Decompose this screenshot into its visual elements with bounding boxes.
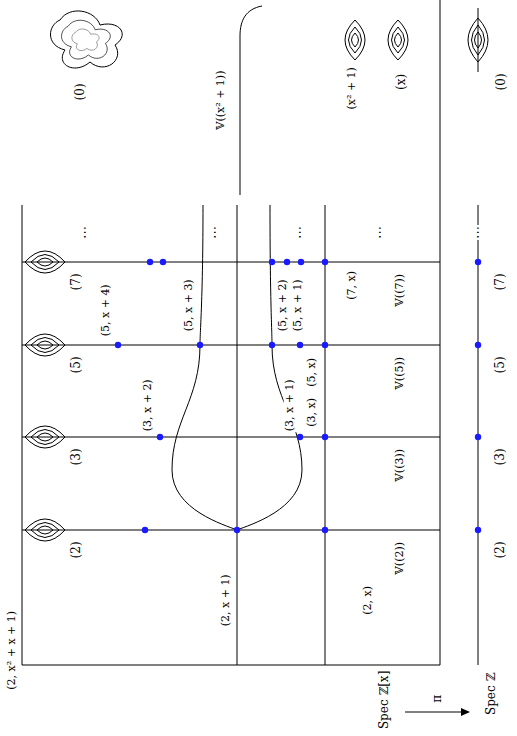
ellipsis-mark: ⋯: [208, 224, 223, 239]
generic-label: (x² + 1): [346, 66, 359, 110]
prime-label: (3): [493, 447, 507, 466]
point-label: (2, x + 1): [220, 573, 233, 627]
fibre-label: (7): [69, 272, 83, 291]
closed-point: [115, 259, 481, 533]
ellipsis-mark: ⋯: [78, 224, 93, 239]
generic-label: (0): [73, 82, 87, 101]
fibre-name: 𝕍((2)): [394, 540, 407, 575]
point-label: (3, x): [306, 396, 319, 427]
fibre-label: (2): [69, 540, 83, 559]
fibre-line: [22, 530, 440, 531]
ellipsis-mark: ⋯: [373, 224, 388, 239]
point-blob: [345, 18, 488, 62]
generic-curve: [240, 6, 262, 195]
arrow-head: [461, 708, 470, 716]
prime-label: (0): [494, 72, 508, 91]
curve-loop: [172, 205, 302, 530]
prime-label: (5): [493, 355, 507, 374]
box-outline: [22, 0, 440, 665]
spec-label: Spec ℤ[x]: [378, 670, 392, 730]
point-label: (3, x + 1): [284, 378, 297, 432]
ellipsis-mark: ⋯: [293, 224, 308, 239]
fibre-name: 𝕍((7)): [394, 272, 407, 307]
spec-label: Spec ℤ: [485, 672, 499, 716]
projection-arrow: [405, 712, 466, 713]
fibre-line: [22, 437, 440, 438]
ellipsis-mark: ⋯: [471, 224, 486, 239]
fibre-blob: [25, 251, 65, 541]
fibre-label: (3): [69, 447, 83, 466]
point-label: (5, x + 4): [100, 283, 113, 337]
prime-label: (7): [493, 272, 507, 291]
fibre-line: [22, 262, 440, 263]
prime-label: (2): [493, 540, 507, 559]
generic-label: (x): [395, 73, 409, 91]
generic-blob: [50, 11, 122, 68]
point-label: (5, x + 3): [183, 278, 196, 332]
point-label: (2, x): [362, 584, 375, 615]
fibre-name: 𝕍((5)): [394, 355, 407, 390]
fibre-name: 𝕍((3)): [394, 447, 407, 482]
generic-label: 𝕍((x² + 1)): [215, 69, 228, 131]
spec-label: π: [431, 694, 445, 704]
fibre-label: (5): [69, 355, 83, 374]
fibre-line: [22, 345, 440, 346]
point-label: (2, x² + x + 1): [6, 609, 19, 690]
point-label: (5, x): [306, 356, 319, 387]
curve-line: [237, 205, 238, 665]
point-label: (3, x + 2): [142, 378, 155, 432]
point-label: (5, x + 2): [277, 278, 290, 332]
point-label: (7, x): [346, 269, 359, 300]
point-label: (5, x + 1): [292, 278, 305, 332]
